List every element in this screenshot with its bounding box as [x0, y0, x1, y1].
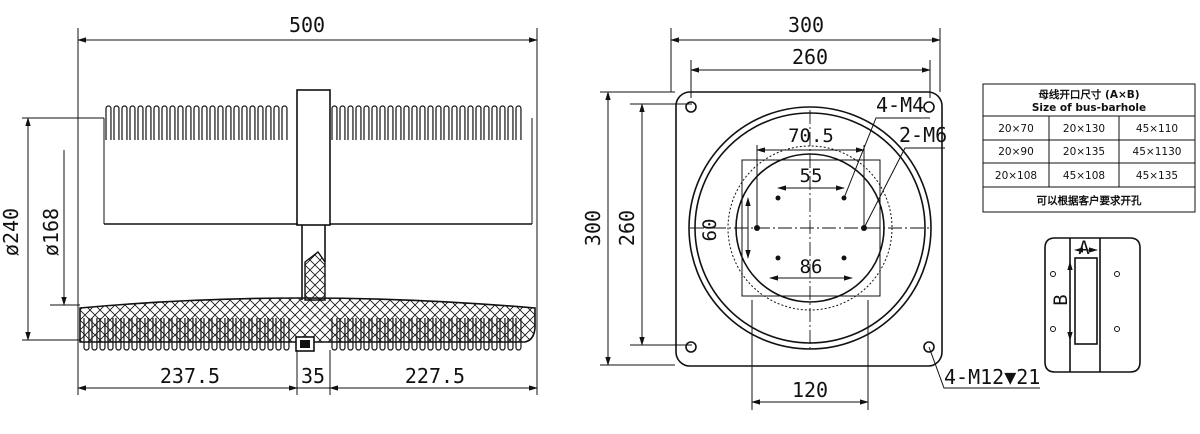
dim-overall-length: 500: [289, 13, 325, 37]
dim-outer-height: 300: [581, 210, 605, 246]
table-cell: 45×108: [1063, 170, 1105, 182]
dim-86: 86: [800, 256, 823, 278]
dim-outer-width: 300: [788, 13, 824, 37]
table-cell: 20×135: [1063, 146, 1105, 158]
dim-60: 60: [699, 219, 721, 242]
dim-55: 55: [800, 165, 823, 187]
table-cell: 45×1130: [1133, 146, 1182, 158]
table-cell: 20×108: [995, 170, 1037, 182]
dim-70-5: 70.5: [788, 125, 834, 147]
table-cell: 45×110: [1136, 123, 1178, 135]
callout-4-m4: 4-M4: [876, 93, 924, 117]
dim-inner-diameter: ø168: [39, 208, 63, 256]
dim-bolt-spacing-h: 260: [792, 45, 828, 69]
callout-2-m6: 2-M6: [899, 123, 947, 147]
dim-left-length: 237.5: [160, 364, 220, 388]
dim-right-length: 227.5: [405, 364, 465, 388]
table-cell: 20×130: [1063, 123, 1105, 135]
table-cell: 20×70: [998, 123, 1034, 135]
dim-bolt-spacing-v: 260: [615, 210, 639, 246]
table-cell: 20×90: [998, 146, 1034, 158]
callout-4-m12: 4-M12▼21: [944, 365, 1040, 389]
dim-flange-width: 35: [301, 364, 325, 388]
dim-120: 120: [792, 378, 828, 402]
dim-outer-diameter: ø240: [0, 208, 23, 256]
table-title-en: Size of bus-barhole: [1032, 102, 1146, 114]
top-corrugations: [105, 105, 522, 140]
end-view: 300 260 300 260: [581, 13, 1040, 410]
busbar-hole-detail: A B: [1044, 237, 1141, 373]
label-b: B: [1050, 294, 1072, 305]
label-a: A: [1078, 237, 1090, 259]
table-title-cn: 母线开口尺寸 (A×B): [1038, 88, 1139, 101]
table-cell: 45×135: [1136, 170, 1178, 182]
corner-bolt-holes: [685, 101, 935, 353]
bus-opening-table: 母线开口尺寸 (A×B) Size of bus-barhole 20×70 2…: [982, 83, 1196, 213]
center-flange: [296, 89, 331, 226]
bottom-corrugations: [83, 318, 522, 351]
table-footer: 可以根据客户要求开孔: [1037, 194, 1142, 207]
side-view: 500 ø240 ø168 237.5: [0, 13, 538, 395]
insulator-section: [79, 297, 536, 343]
mounting-plate: [675, 91, 943, 367]
